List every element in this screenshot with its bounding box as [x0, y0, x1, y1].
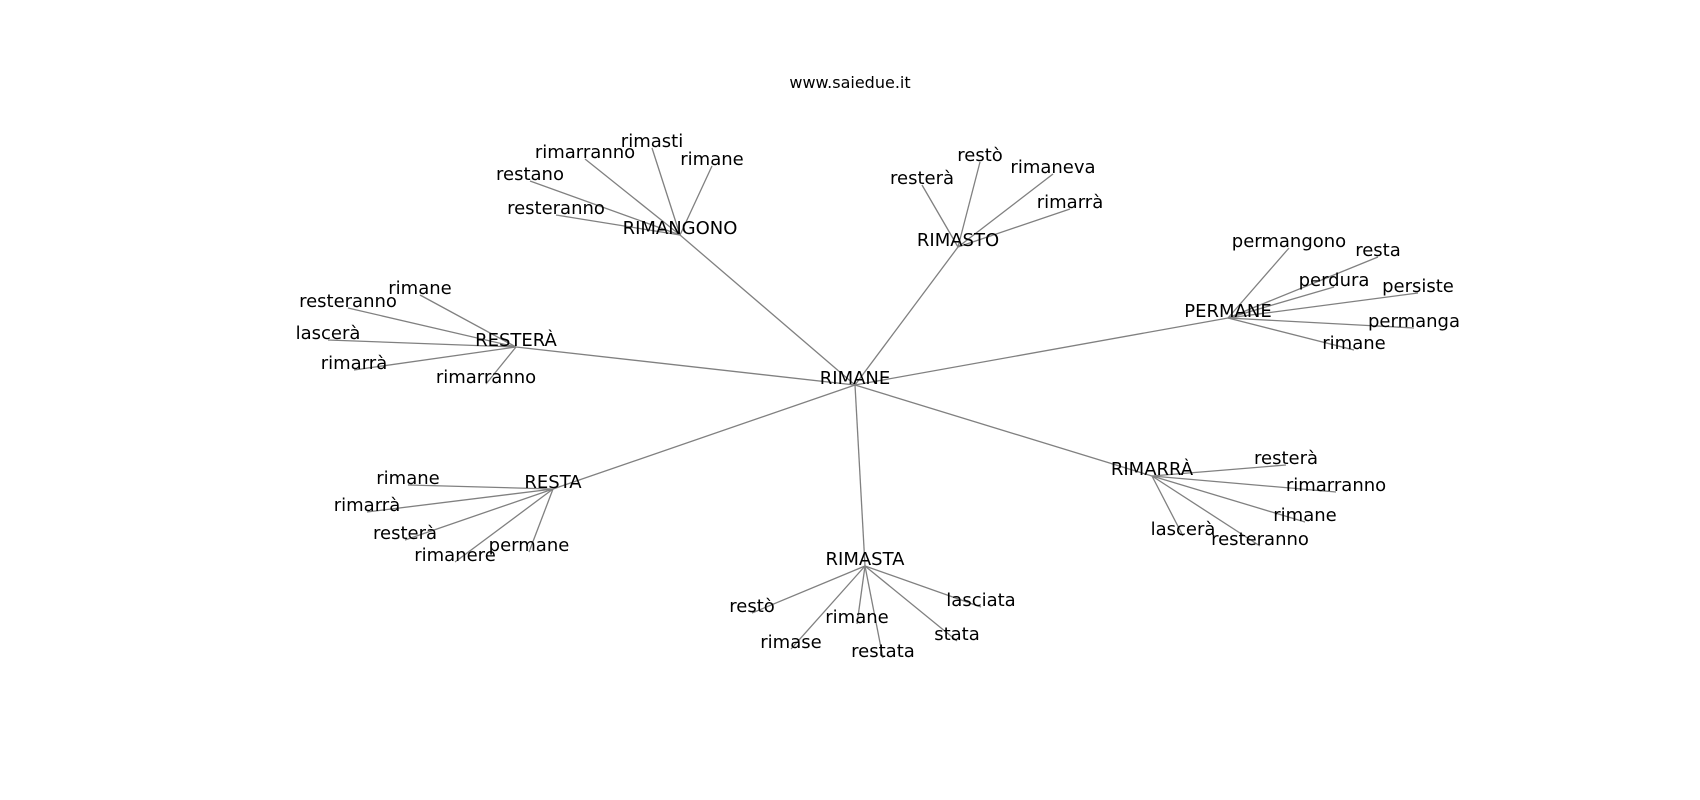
leaf-node-label: rimarrà: [321, 353, 387, 374]
edge-root-to-permane: [854, 317, 1229, 386]
edge-resterà-leaf: [353, 346, 517, 371]
edge-rimangono-leaf: [555, 214, 681, 236]
leaf-node-label: rimane: [1322, 333, 1385, 354]
edge-root-to-rimasta: [854, 384, 866, 567]
leaf-node-label: resterà: [373, 523, 437, 544]
leaf-node-label: lascerà: [1151, 519, 1216, 540]
leaf-node-label: rimasti: [621, 131, 683, 152]
graph-labels: RIMANERIMANGONOrimastirimanerimarrannore…: [296, 131, 1460, 662]
edge-rimasto-leaf: [921, 184, 959, 248]
edge-rimangono-leaf: [651, 147, 681, 236]
hub-node-label: RIMASTO: [917, 230, 999, 251]
leaf-node-label: rimaneva: [1010, 157, 1095, 178]
leaf-node-label: rimarranno: [535, 142, 635, 163]
edge-rimarrà-leaf: [1151, 475, 1184, 537]
hub-node-label: RIMANGONO: [623, 218, 738, 239]
edge-resta-leaf: [366, 488, 554, 513]
edge-rimarrà-leaf: [1151, 475, 1261, 547]
leaf-node-label: resteranno: [299, 291, 397, 312]
edge-root-to-rimangono: [679, 234, 856, 386]
edge-permane-leaf: [1227, 286, 1335, 319]
edge-rimarrà-leaf: [1151, 464, 1287, 477]
edge-resta-leaf: [528, 488, 554, 553]
leaf-node-label: rimarrà: [1037, 192, 1103, 213]
edge-rimangono-leaf: [529, 180, 681, 236]
leaf-node-label: restata: [851, 641, 915, 662]
leaf-node-label: resteranno: [507, 198, 605, 219]
edge-rimasta-leaf: [864, 565, 884, 659]
hub-node-label: RESTERÀ: [475, 329, 557, 351]
leaf-node-label: restano: [496, 164, 564, 185]
edge-rimasto-leaf: [957, 173, 1054, 248]
edge-resta-leaf: [407, 484, 554, 490]
leaf-node-label: restò: [729, 596, 775, 617]
leaf-node-label: lasciata: [946, 590, 1015, 611]
edge-permane-leaf: [1227, 317, 1355, 351]
leaf-node-label: rimane: [388, 278, 451, 299]
root-node-label: RIMANE: [820, 368, 891, 389]
leaf-node-label: rimase: [760, 632, 821, 653]
leaf-node-label: resterà: [1254, 448, 1318, 469]
edge-rimasta-leaf: [790, 565, 866, 650]
leaf-node-label: lascerà: [296, 323, 361, 344]
leaf-node-label: rimarranno: [436, 367, 536, 388]
leaf-node-label: stata: [934, 624, 980, 645]
edge-resterà-leaf: [419, 294, 517, 348]
edge-rimasta-leaf: [856, 565, 866, 625]
edge-rimarrà-leaf: [1151, 475, 1337, 493]
leaf-node-label: restò: [957, 145, 1003, 166]
edge-permane-leaf: [1227, 256, 1379, 319]
edge-root-to-resterà: [515, 346, 856, 386]
graph-edges: [327, 147, 1419, 659]
site-label: www.saiedue.it: [789, 73, 910, 92]
edge-root-to-rimarrà: [854, 384, 1153, 477]
edge-root-to-rimasto: [854, 246, 959, 386]
edge-rimasta-leaf: [864, 565, 958, 642]
edge-root-to-resta: [552, 384, 856, 490]
leaf-node-label: resterà: [890, 168, 954, 189]
edge-permane-leaf: [1227, 292, 1419, 319]
leaf-node-label: rimane: [825, 607, 888, 628]
edge-rimasto-leaf: [957, 208, 1071, 248]
edge-resta-leaf: [404, 488, 554, 541]
leaf-node-label: rimanere: [414, 545, 496, 566]
edge-resterà-leaf: [347, 307, 517, 348]
leaf-node-label: rimarranno: [1286, 475, 1386, 496]
leaf-node-label: rimane: [680, 149, 743, 170]
edge-resterà-leaf: [327, 339, 517, 348]
edge-rimasta-leaf: [751, 565, 866, 614]
edge-rimangono-leaf: [679, 165, 713, 236]
leaf-node-label: perdura: [1299, 270, 1370, 291]
edge-permane-leaf: [1227, 247, 1290, 319]
leaf-node-label: permangono: [1232, 231, 1346, 252]
leaf-node-label: rimarrà: [334, 495, 400, 516]
hub-node-label: RIMARRÀ: [1111, 458, 1194, 480]
leaf-node-label: rimane: [1273, 505, 1336, 526]
leaf-node-label: resta: [1355, 240, 1401, 261]
leaf-node-label: rimane: [376, 468, 439, 489]
hub-node-label: RIMASTA: [826, 549, 906, 570]
edge-resta-leaf: [454, 488, 554, 563]
edge-rimasto-leaf: [957, 161, 981, 248]
leaf-node-label: resteranno: [1211, 529, 1309, 550]
hub-node-label: RESTA: [524, 472, 582, 493]
leaf-node-label: permanga: [1368, 311, 1460, 332]
edge-resterà-leaf: [485, 346, 517, 385]
hub-node-label: PERMANE: [1184, 301, 1271, 322]
leaf-node-label: permane: [489, 535, 570, 556]
leaf-node-label: persiste: [1382, 276, 1454, 297]
edge-rimasta-leaf: [864, 565, 982, 608]
edge-rimangono-leaf: [584, 158, 681, 236]
edge-permane-leaf: [1227, 317, 1415, 329]
edge-rimarrà-leaf: [1151, 475, 1306, 523]
